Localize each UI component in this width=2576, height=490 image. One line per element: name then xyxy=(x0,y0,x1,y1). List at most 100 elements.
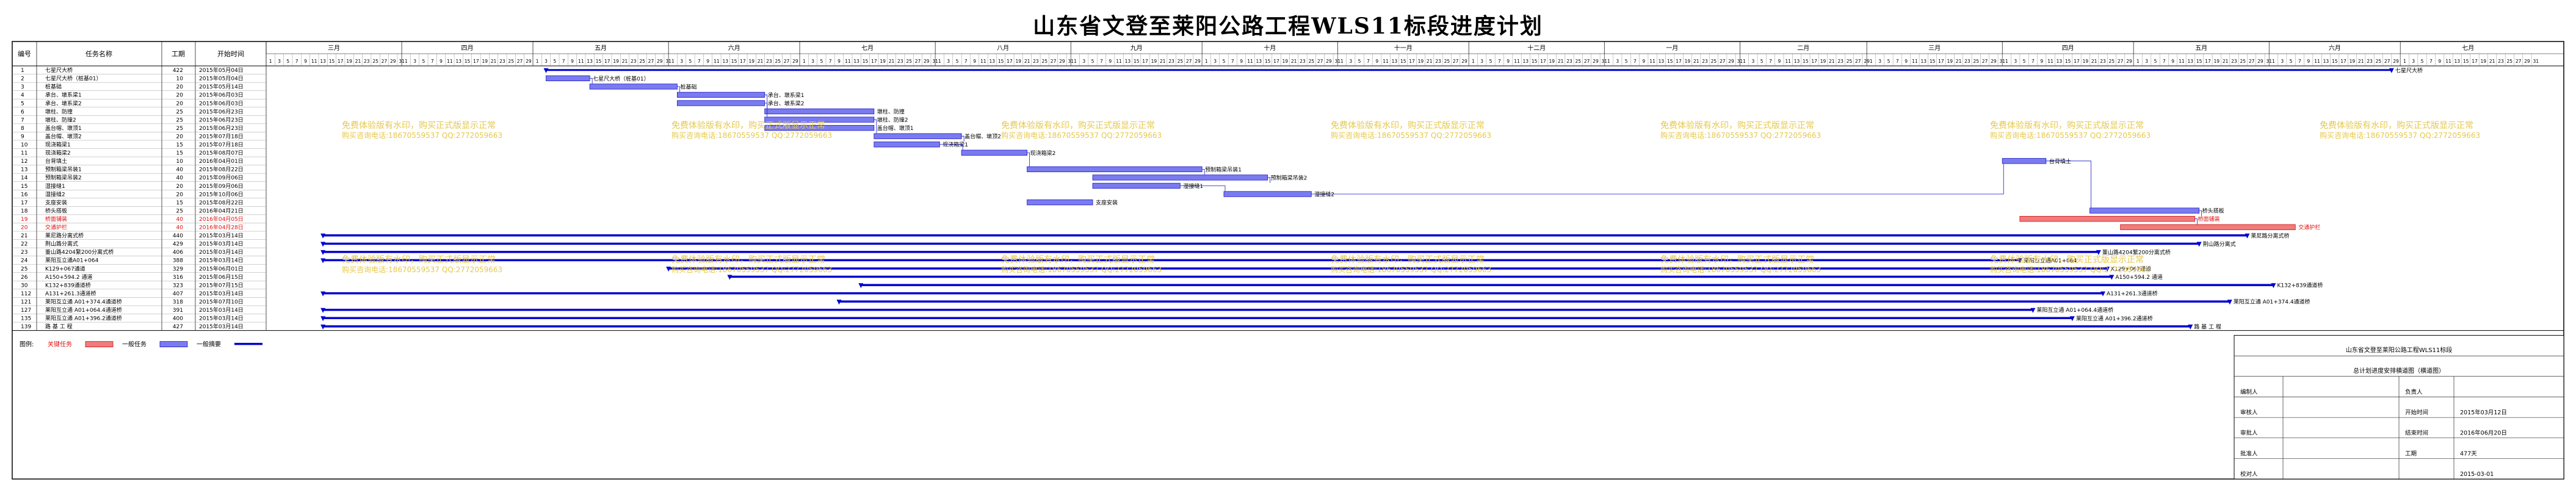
watermark-text: 购买咨询电话:18670559537 QQ:2772059663 xyxy=(342,131,502,140)
day-label: 1 xyxy=(1607,59,1610,64)
day-label: 13 xyxy=(722,59,728,64)
chart-frame xyxy=(12,41,2564,480)
title-block-role: 编制人 xyxy=(2240,388,2258,395)
day-label: 11 xyxy=(845,59,851,64)
month-label: 七月 xyxy=(2462,45,2474,52)
task-bar xyxy=(1027,199,1093,206)
task-start: 2015年07月10日 xyxy=(199,298,244,305)
task-name: A150+594.2 通道 xyxy=(45,273,93,281)
day-label: 25 xyxy=(372,59,378,64)
task-name: 桥面铺装 xyxy=(45,215,67,223)
task-start: 2015年03月14日 xyxy=(199,290,244,297)
day-label: 9 xyxy=(440,59,443,64)
dependency-link xyxy=(961,135,964,142)
bar-cap xyxy=(543,68,549,73)
task-duration: 20 xyxy=(176,101,184,107)
day-label: 19 xyxy=(1820,59,1826,64)
dependency-link xyxy=(1311,164,2004,195)
day-label: 19 xyxy=(1015,59,1021,64)
task-start: 2015年07月18日 xyxy=(199,141,244,148)
task-duration: 391 xyxy=(173,308,183,314)
task-bar xyxy=(1027,166,1203,173)
day-label: 15 xyxy=(2065,59,2071,64)
day-label: 13 xyxy=(455,59,461,64)
task-bar xyxy=(874,142,940,148)
day-label: 5 xyxy=(1091,59,1094,64)
month-label: 一月 xyxy=(1666,45,1678,52)
month-label: 三月 xyxy=(1928,45,1941,52)
bar-label: 预制箱梁吊装2 xyxy=(1271,174,1308,181)
month-label: 八月 xyxy=(997,45,1009,52)
day-label: 17 xyxy=(1409,59,1415,64)
day-label: 27 xyxy=(382,59,388,64)
day-label: 3 xyxy=(278,59,281,64)
day-label: 23 xyxy=(897,59,903,64)
task-id: 25 xyxy=(21,266,27,272)
month-label: 十二月 xyxy=(1527,44,1546,52)
task-duration: 10 xyxy=(176,76,184,82)
task-id: 20 xyxy=(21,225,28,231)
bar-label: K132+839通道桥 xyxy=(2277,282,2323,289)
bar-label: 桥头搭板 xyxy=(2202,207,2224,215)
day-label: 7 xyxy=(1100,59,1103,64)
watermark-text: 免费体验版有水印，购买正式版显示正常 xyxy=(2320,121,2473,131)
bar-cap xyxy=(2017,258,2022,264)
day-label: 5 xyxy=(2421,59,2424,64)
title-block-role: 校对人 xyxy=(2240,470,2258,478)
bar-cap xyxy=(320,233,326,239)
month-label: 十一月 xyxy=(1394,44,1413,52)
day-label: 25 xyxy=(508,59,514,64)
day-label: 13 xyxy=(2057,59,2063,64)
day-label: 19 xyxy=(1947,59,1953,64)
day-label: 1 xyxy=(1870,59,1873,64)
day-label: 23 xyxy=(1837,59,1843,64)
task-name: 董山路4204繁200分离式桥 xyxy=(45,248,114,256)
day-label: 13 xyxy=(1125,59,1131,64)
task-duration: 422 xyxy=(173,68,183,74)
watermark-text: 购买咨询电话:18670559537 QQ:2772059663 xyxy=(671,265,832,274)
task-name: 支座安装 xyxy=(45,199,67,206)
day-label: 21 xyxy=(355,59,361,64)
day-label: 5 xyxy=(689,59,692,64)
bar-cap xyxy=(2188,324,2193,330)
task-name: 湿接缝2 xyxy=(45,190,65,198)
day-label: 15 xyxy=(465,59,471,64)
day-label: 15 xyxy=(1667,59,1673,64)
task-duration: 40 xyxy=(176,225,184,231)
day-label: 21 xyxy=(2489,59,2495,64)
day-label: 9 xyxy=(838,59,841,64)
day-label: 27 xyxy=(1051,59,1057,64)
day-label: 27 xyxy=(1982,59,1988,64)
task-id: 17 xyxy=(21,200,27,206)
task-start: 2016年04月01日 xyxy=(199,157,244,165)
day-label: 25 xyxy=(1041,59,1047,64)
day-label: 23 xyxy=(2367,59,2373,64)
day-label: 7 xyxy=(1634,59,1637,64)
day-label: 17 xyxy=(740,59,746,64)
day-label: 29 xyxy=(2126,59,2132,64)
day-label: 11 xyxy=(578,59,584,64)
task-bar xyxy=(764,124,875,131)
task-name: 墩柱、防撞 xyxy=(45,108,73,115)
day-label: 21 xyxy=(2091,59,2097,64)
task-start: 2015年07月18日 xyxy=(199,132,244,140)
watermark-text: 购买咨询电话:18670559537 QQ:2772059663 xyxy=(1331,131,1491,140)
task-id: 10 xyxy=(21,142,28,148)
task-name: 墩柱、防撞2 xyxy=(45,116,76,123)
task-name: 交通护栏 xyxy=(45,224,67,231)
bar-label: 莱尼路分离式桥 xyxy=(2251,232,2289,239)
day-label: 5 xyxy=(1358,59,1361,64)
day-label: 29 xyxy=(2257,59,2263,64)
bar-cap xyxy=(320,250,326,255)
day-label: 29 xyxy=(390,59,396,64)
task-name: 莱阳互立通A01+064 xyxy=(45,257,99,264)
day-label: 11 xyxy=(1912,59,1918,64)
title-block-date: 2015-03-01 xyxy=(2460,471,2494,478)
day-label: 9 xyxy=(1507,59,1510,64)
day-label: 3 xyxy=(680,59,683,64)
day-label: 27 xyxy=(2249,59,2255,64)
watermark-text: 购买咨询电话:18670559537 QQ:2772059663 xyxy=(1660,131,1821,140)
day-label: 29 xyxy=(657,59,663,64)
task-start: 2015年06月03日 xyxy=(199,99,244,107)
task-duration: 40 xyxy=(176,217,184,223)
